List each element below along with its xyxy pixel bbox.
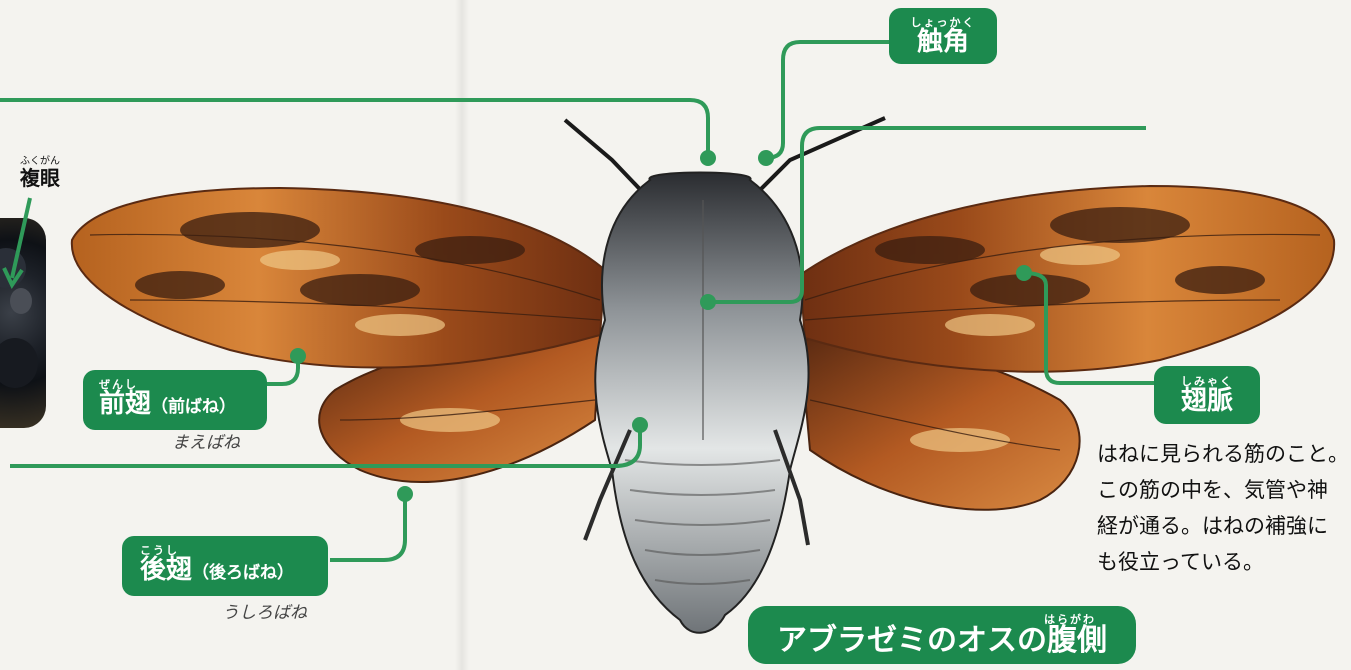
title-banner: はらがわ アブラゼミのオスの腹側 bbox=[748, 606, 1136, 664]
body-segments bbox=[624, 200, 781, 585]
hindwing-ruby: こうし bbox=[140, 544, 179, 557]
wing-light-patches bbox=[260, 245, 1120, 452]
hindwing-main: 後翅（後ろばね） bbox=[140, 556, 294, 587]
description-line: 経が通る。はねの補強に bbox=[1097, 514, 1328, 538]
forewing-ruby: ぜんし bbox=[99, 378, 138, 391]
title-ruby: はらがわ bbox=[1044, 612, 1096, 626]
hindwing-text: 後翅 bbox=[140, 555, 193, 585]
forewing-paren: （前ばね） bbox=[151, 397, 237, 417]
hindwing-label: こうし 後翅（後ろばね） bbox=[122, 536, 328, 596]
cicada-body bbox=[594, 171, 810, 634]
wing-vein-lines bbox=[89, 233, 1321, 451]
title-text: アブラゼミのオスの腹側 bbox=[777, 622, 1107, 658]
eye-arrow-head bbox=[2, 267, 24, 290]
hindwing-handwritten-note: うしろばね bbox=[222, 603, 307, 623]
compound-eye-text: 複眼 bbox=[20, 166, 60, 190]
leader-lines bbox=[0, 40, 1154, 562]
description-line: この筋の中を、気管や神 bbox=[1097, 478, 1328, 502]
antenna-label: しょっかく 触角 bbox=[889, 8, 997, 64]
forewing-label: ぜんし 前翅（前ばね） bbox=[83, 370, 267, 430]
forewing-handwritten-note: まえばね bbox=[172, 433, 240, 453]
wing-vein-text: 翅脈 bbox=[1180, 385, 1233, 416]
wing-vein-label: しみゃく 翅脈 bbox=[1154, 366, 1260, 424]
forewing-text: 前翅 bbox=[99, 389, 152, 419]
forewing-main: 前翅（前ばね） bbox=[99, 390, 236, 421]
wing-dark-patches bbox=[135, 207, 1265, 306]
hindwing-paren: （後ろばね） bbox=[192, 563, 295, 583]
wing-vein-ruby: しみゃく bbox=[1181, 374, 1233, 388]
leader-dots bbox=[290, 150, 1032, 502]
antenna-text: 触角 bbox=[916, 26, 969, 57]
description-line: も役立っている。 bbox=[1097, 550, 1264, 574]
compound-eye-label: ふくがん 複眼 bbox=[20, 156, 60, 189]
wing-vein-description: はねに見られる筋のこと。 この筋の中を、気管や神 経が通る。はねの補強に も役立… bbox=[1097, 436, 1351, 580]
antenna-ruby: しょっかく bbox=[910, 15, 976, 29]
description-line: はねに見られる筋のこと。 bbox=[1097, 442, 1349, 466]
legs bbox=[583, 429, 810, 546]
compound-eye-ruby: ふくがん bbox=[20, 156, 60, 167]
